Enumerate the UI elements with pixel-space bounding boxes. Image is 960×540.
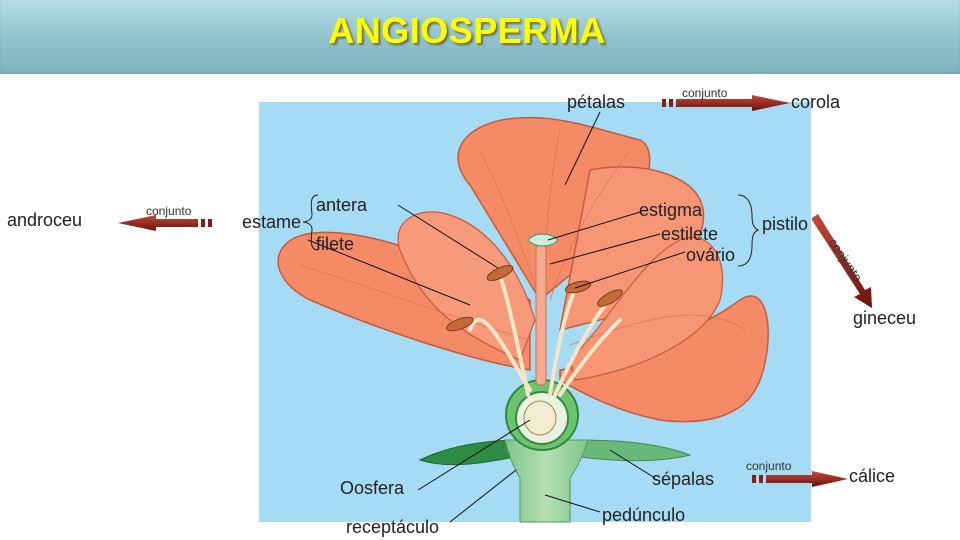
- sepal-left: [418, 439, 526, 466]
- label-estame: estame: [242, 212, 302, 232]
- label-oosfera: Oosfera: [340, 478, 405, 498]
- label-petalas: pétalas: [567, 92, 626, 112]
- flower-illustration: [277, 116, 769, 523]
- style: [535, 244, 547, 386]
- label-pedunculo: pedúnculo: [602, 505, 686, 525]
- label-conjunto-left: conjunto: [146, 204, 192, 218]
- arrow-to-gineceu: [812, 214, 872, 308]
- label-sepalas: sépalas: [652, 469, 715, 489]
- label-gineceu: gineceu: [853, 308, 917, 328]
- label-estilete: estilete: [661, 224, 719, 244]
- label-conjunto-bottom: conjunto: [746, 459, 792, 473]
- page-title: ANGIOSPERMA: [328, 10, 606, 51]
- leader-lines: [307, 111, 686, 523]
- anther: [597, 289, 623, 307]
- label-calice: cálice: [849, 466, 896, 486]
- arrow-to-calice: [752, 471, 848, 487]
- anther: [446, 316, 474, 332]
- label-corola: corola: [791, 92, 841, 112]
- label-estigma: estigma: [639, 200, 703, 220]
- stigma: [527, 233, 559, 247]
- label-ovario: ovário: [686, 245, 736, 265]
- arrow-to-androceu: [118, 215, 212, 231]
- pistilo-brace: [737, 194, 760, 267]
- petal-left-inner: [397, 211, 536, 361]
- arrow-to-corola: [662, 95, 790, 111]
- label-filete: filete: [316, 234, 355, 254]
- ovule: [523, 400, 557, 436]
- anther: [486, 265, 514, 281]
- label-antera: antera: [316, 195, 368, 215]
- label-pistilo: pistilo: [762, 214, 809, 234]
- label-conjunto-right: conjunto: [826, 235, 866, 284]
- estame-brace: [302, 194, 319, 251]
- title-bar: [0, 0, 960, 74]
- label-androceu: androceu: [7, 210, 83, 230]
- label-conjunto-top: conjunto: [682, 86, 728, 100]
- petal-right-inner: [569, 237, 724, 381]
- label-receptaculo: receptáculo: [346, 517, 440, 537]
- sepal-right: [564, 439, 692, 462]
